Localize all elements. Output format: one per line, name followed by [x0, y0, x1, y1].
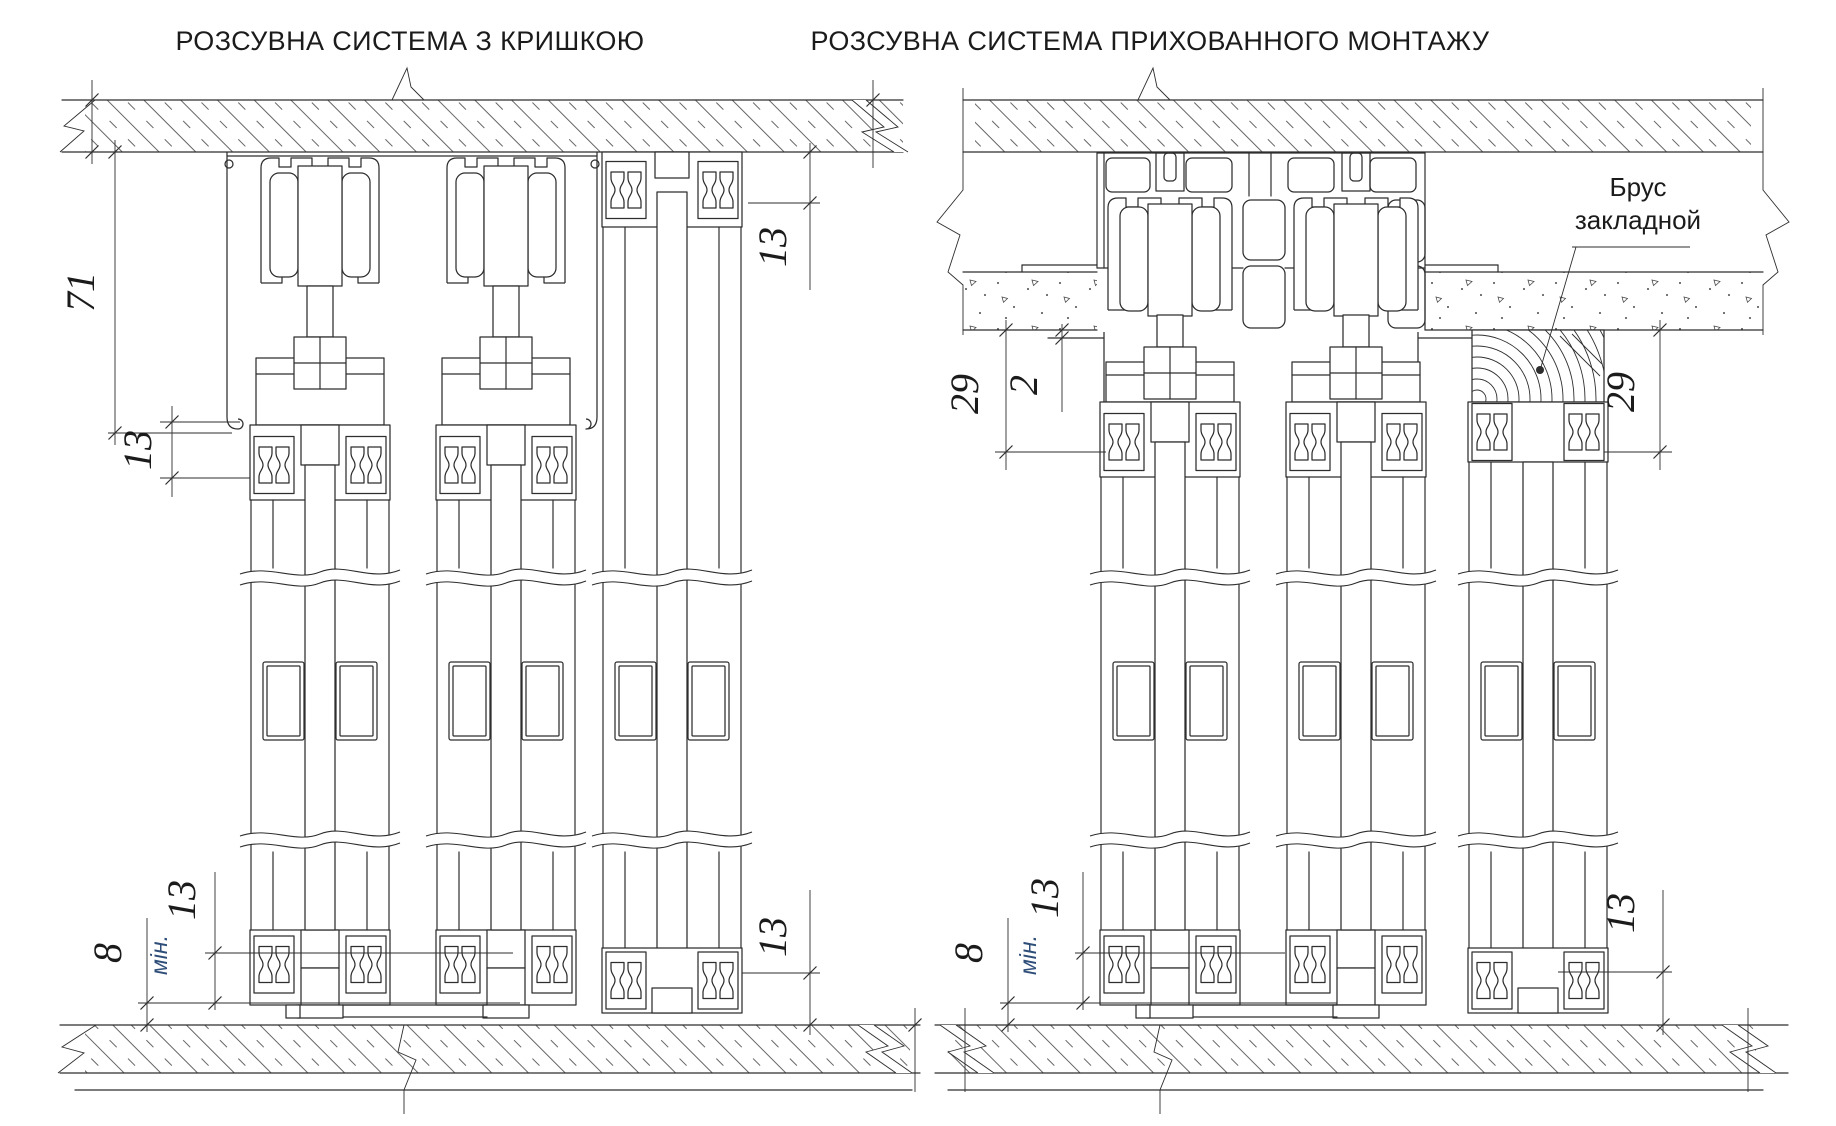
dim-track-height: 71	[58, 272, 103, 312]
break-mark-center	[391, 66, 425, 101]
right-carriage-2	[1292, 198, 1420, 402]
break-edge-left	[936, 88, 964, 335]
left-ceiling-slab	[59, 66, 909, 168]
dimension-13-bottom-right: 13	[742, 890, 820, 1035]
break-mark-right	[1721, 1024, 1761, 1074]
left-floor-slab	[57, 1008, 923, 1114]
left-door-panel-2	[426, 425, 586, 1018]
left-fixed-door-panel-3	[591, 151, 753, 1013]
right-threshold-line	[1192, 1004, 1338, 1018]
right-floor-slab	[934, 1008, 1789, 1114]
right-fixed-door-panel-3	[1457, 401, 1619, 1013]
embedded-beam-label: Брус закладной	[1536, 172, 1701, 374]
left-track-cover	[224, 152, 600, 430]
right-door-panel-1	[1090, 402, 1250, 1019]
dim-recess-left: 29	[942, 374, 987, 414]
break-edge-right	[1762, 88, 1790, 335]
dimension-13-left: 13	[115, 406, 250, 497]
right-drawing-title: РОЗСУВНА СИСТЕМА ПРИХОВАННОГО МОНТАЖУ	[811, 26, 1490, 56]
leader-dot	[1536, 366, 1544, 374]
break-mark-center	[1153, 1024, 1173, 1114]
dimension-29-right: 29	[1598, 320, 1672, 470]
right-plasterboard-left	[962, 264, 1098, 331]
dim-floor-clearance: 8	[946, 943, 991, 963]
floor-guide-tab	[1135, 1004, 1151, 1019]
floor-guide-tab	[285, 1004, 301, 1019]
right-carriage-1	[1106, 198, 1234, 402]
embed-beam-label-line1: Брус	[1610, 172, 1667, 202]
break-mark-center	[397, 1024, 417, 1114]
left-drawing-title: РОЗСУВНА СИСТЕМА З КРИШКОЮ	[175, 26, 644, 56]
dim-floor-clearance: 8	[85, 943, 130, 963]
dimension-2: 2	[1001, 322, 1070, 412]
break-mark-left	[59, 99, 96, 153]
dim-fixed-bottom-inset: 13	[750, 917, 795, 957]
left-carriage-1	[256, 158, 384, 425]
right-drawing: РОЗСУВНА СИСТЕМА ПРИХОВАННОГО МОНТАЖУ	[811, 26, 1790, 1114]
dimension-29-left: 29	[942, 320, 1106, 470]
left-door-panel-1	[240, 425, 400, 1019]
dimension-13-top-right: 13	[748, 143, 820, 290]
break-mark-left	[57, 1024, 97, 1074]
dim-bottom-guide-inset: 13	[159, 880, 204, 920]
wood-grain	[1472, 330, 1604, 402]
dimension-13-bottom-left-right-drawing: 13	[1022, 872, 1285, 1011]
dim-bottom-guide-inset: 13	[1022, 878, 1067, 918]
right-ceiling-slab	[936, 66, 1790, 335]
dim-ceiling-gap: 2	[1001, 375, 1046, 395]
dimension-13-bottom-left: 13	[159, 872, 513, 1011]
dim-recess-right: 29	[1598, 372, 1643, 412]
dimension-8-min-left: 8 мін.	[85, 918, 520, 1033]
left-threshold-line	[342, 1004, 488, 1018]
left-carriage-2	[442, 158, 570, 425]
dimension-71: 71	[58, 140, 232, 445]
dim-cover-gap: 13	[115, 430, 160, 470]
break-mark-left	[939, 1024, 979, 1074]
dim-floor-clearance-note: мін.	[1015, 935, 1041, 975]
embedded-beam	[1471, 329, 1605, 403]
right-plasterboard-right	[1424, 264, 1764, 331]
dim-fixed-top-inset: 13	[750, 227, 795, 267]
left-drawing: РОЗСУВНА СИСТЕМА З КРИШКОЮ	[57, 26, 923, 1114]
embed-beam-label-line2: закладной	[1575, 205, 1701, 235]
right-door-panel-2	[1276, 402, 1436, 1018]
dim-floor-clearance-note: мін.	[146, 935, 172, 975]
dimension-8-min-right: 8 мін.	[946, 918, 1337, 1033]
dimension-13-bottom-right-right-drawing: 13	[1558, 890, 1672, 1035]
dim-fixed-bottom-inset: 13	[1598, 893, 1643, 933]
break-mark-center	[1137, 66, 1171, 101]
